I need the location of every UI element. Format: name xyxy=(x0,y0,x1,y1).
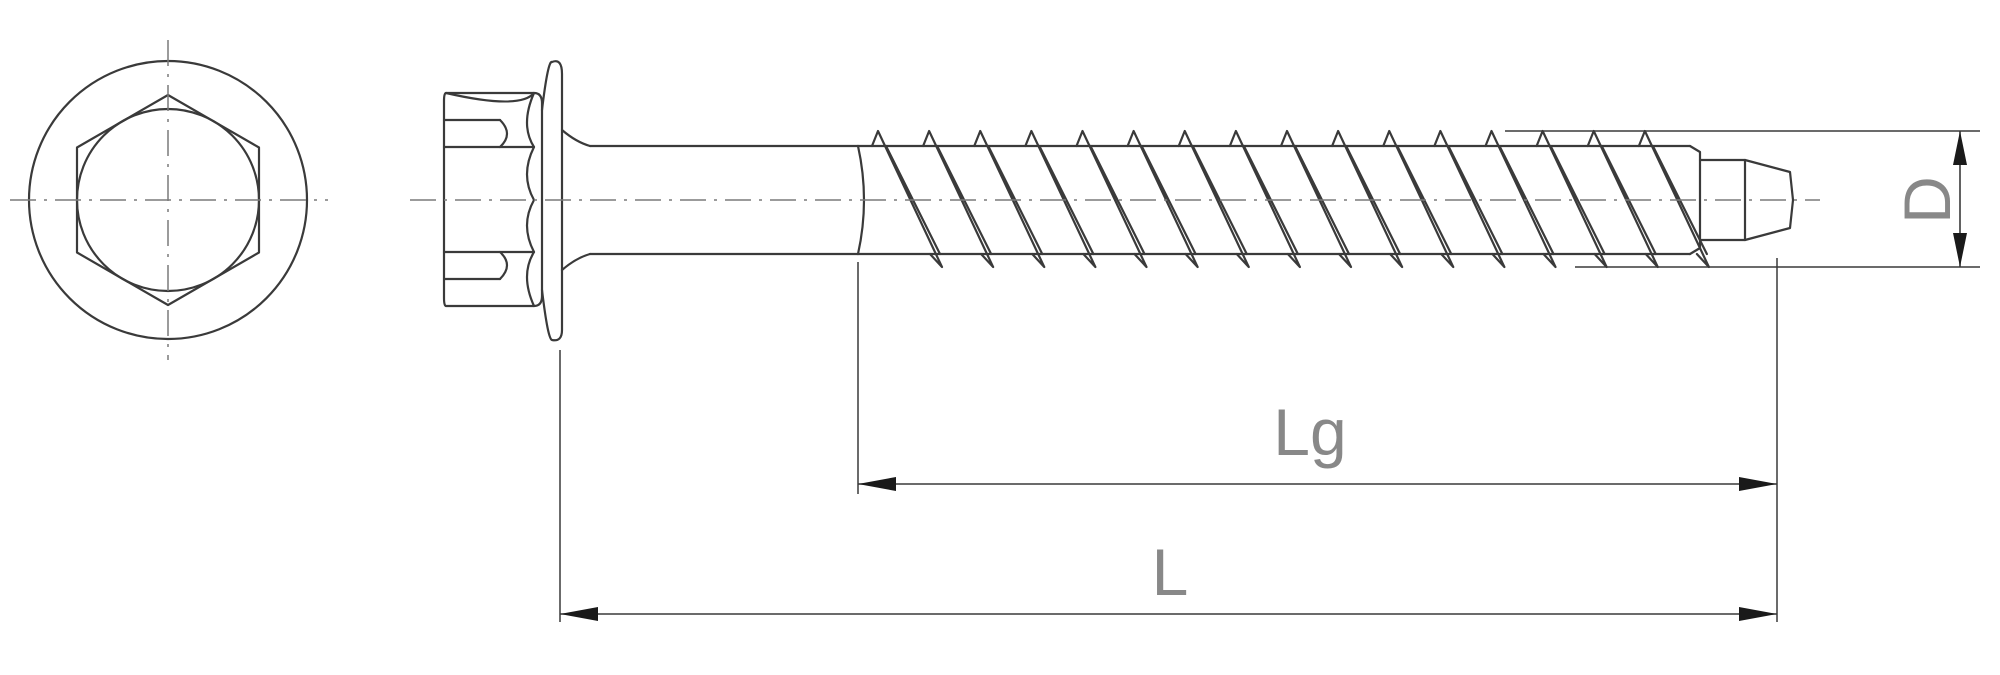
thread-turn xyxy=(1279,129,1353,269)
thread-turn xyxy=(973,129,1046,269)
lg-label: Lg xyxy=(1273,395,1346,469)
screw-tip xyxy=(1688,144,1795,256)
hex-head-outline xyxy=(75,93,261,307)
thread-turns xyxy=(870,129,1710,269)
thread-turn xyxy=(870,129,944,269)
l-label: L xyxy=(1152,535,1189,609)
screw-side-view xyxy=(410,60,1820,342)
thread-turn xyxy=(1075,129,1148,269)
thread-turn xyxy=(922,129,995,269)
thread-turn xyxy=(1331,129,1404,269)
thread-turn xyxy=(1177,129,1250,269)
d-arrow-top xyxy=(1953,131,1967,165)
l-arrow-right xyxy=(1739,607,1777,621)
lg-dimension: Lg xyxy=(858,395,1777,491)
thread-turn xyxy=(1586,129,1659,269)
d-label: D xyxy=(1890,176,1964,224)
thread-turn xyxy=(1228,129,1301,269)
hex-head-side xyxy=(442,91,544,308)
dimensions: Lg L D xyxy=(559,130,1980,622)
thread-turn xyxy=(1484,129,1557,269)
l-dimension: L xyxy=(560,535,1777,621)
d-arrow-bottom xyxy=(1953,233,1967,267)
thread-turn xyxy=(1024,129,1097,269)
d-dimension: D xyxy=(1890,131,1967,267)
thread-turn xyxy=(1382,129,1455,269)
thread-turn xyxy=(1126,129,1199,269)
smooth-shank xyxy=(588,144,860,256)
lg-arrow-right xyxy=(1739,477,1777,491)
lg-arrow-left xyxy=(858,477,896,491)
threaded-section xyxy=(856,129,1710,269)
thread-turn xyxy=(1433,129,1506,269)
thread-turn xyxy=(1535,129,1608,269)
head-end-view xyxy=(10,40,328,360)
washer-flange-side xyxy=(540,60,592,342)
l-arrow-left xyxy=(560,607,598,621)
